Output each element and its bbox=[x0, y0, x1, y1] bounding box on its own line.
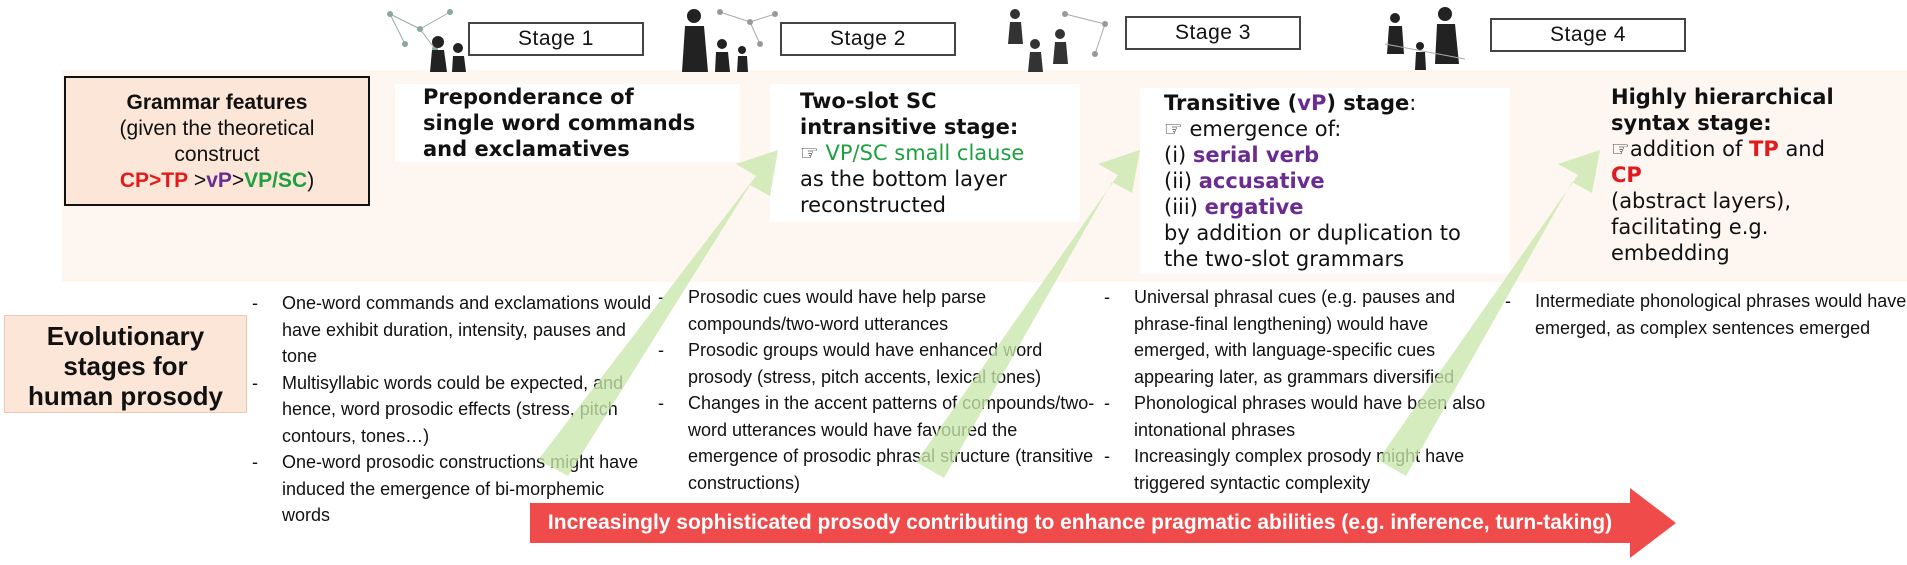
evolutionary-stages-box: Evolutionary stages for human prosody bbox=[4, 315, 247, 413]
stage-3-title-b: ) stage bbox=[1326, 91, 1410, 115]
item-ii-label: (ii) bbox=[1164, 169, 1193, 193]
item-iii-text: ergative bbox=[1204, 195, 1304, 219]
stage-2-line2: intransitive stage: bbox=[800, 115, 1019, 139]
stage-4-and: and bbox=[1785, 137, 1825, 161]
vp-sc-label: VP/SC bbox=[244, 169, 308, 192]
stage-2-line1: Two-slot SC bbox=[800, 89, 937, 113]
prosody-column-1: One-word commands and exclamations would… bbox=[252, 290, 652, 529]
stage-3-item-i: (i) serial verb bbox=[1164, 142, 1486, 168]
stage-3-emergence-text: emergence of: bbox=[1189, 117, 1342, 141]
evolutionary-line1: Evolutionary bbox=[46, 321, 205, 351]
stage-3-title-colon: : bbox=[1409, 91, 1417, 115]
prosody-col1-item: One-word commands and exclamations would… bbox=[252, 290, 652, 370]
prosody-col4-item: Intermediate phonological phrases would … bbox=[1505, 288, 1907, 341]
stage-3-item-ii: (ii) accusative bbox=[1164, 168, 1486, 194]
stage-4-tp: TP bbox=[1749, 137, 1779, 161]
stage-1-line1: Preponderance of bbox=[423, 85, 634, 109]
people-network-illustration-4 bbox=[1384, 7, 1466, 70]
evolutionary-line3: human prosody bbox=[27, 381, 223, 411]
stage-4-description: Highly hierarchical syntax stage: ☞addit… bbox=[1585, 84, 1885, 266]
stage-3-item-iii: (iii) ergative bbox=[1164, 194, 1486, 220]
stage-2-line3: ☞ VP/SC small clause bbox=[800, 140, 1050, 166]
stage-1-description: Preponderance of single word commands an… bbox=[395, 84, 740, 162]
prosody-col2-item: Prosodic cues would have help parse comp… bbox=[658, 284, 1108, 337]
item-i-text: serial verb bbox=[1192, 143, 1320, 167]
stage-1-line2: single word commands bbox=[423, 111, 696, 135]
vp-label: vP bbox=[206, 169, 232, 192]
grammar-features-construct: CP>TP >vP>VP/SC) bbox=[66, 168, 368, 194]
item-i-label: (i) bbox=[1164, 143, 1187, 167]
prosody-column-3: Universal phrasal cues (e.g. pauses and … bbox=[1104, 284, 1504, 496]
stage-1-label: Stage 1 bbox=[468, 22, 644, 56]
stage-1-line3: and exclamatives bbox=[423, 137, 630, 161]
item-iii-label: (iii) bbox=[1164, 195, 1198, 219]
stage-4-line6: embedding bbox=[1611, 241, 1730, 265]
stage-3-title-a: Transitive ( bbox=[1164, 91, 1298, 115]
stage-3-emergence: ☞ emergence of: bbox=[1164, 116, 1486, 142]
close-paren: ) bbox=[307, 169, 315, 192]
gt-separator-2: > bbox=[231, 169, 245, 192]
stage-3-label: Stage 3 bbox=[1125, 16, 1301, 50]
stage-2-description: Two-slot SC intransitive stage: ☞ VP/SC … bbox=[770, 84, 1080, 222]
people-network-illustration-1 bbox=[387, 9, 466, 72]
evolutionary-line2: stages for bbox=[63, 351, 188, 381]
stage-3-title-vp: vP bbox=[1297, 91, 1327, 115]
grammar-features-line3: construct bbox=[174, 143, 260, 166]
stage-2-label: Stage 2 bbox=[780, 22, 956, 56]
stage-4-line5: facilitating e.g. bbox=[1611, 215, 1769, 239]
gt-separator-1: > bbox=[188, 169, 207, 192]
pointing-hand-icon: ☞ bbox=[1611, 137, 1630, 161]
red-arrow bbox=[530, 488, 1676, 558]
stage-2-line5: reconstructed bbox=[800, 193, 946, 217]
prosody-col2-item: Changes in the accent patterns of compou… bbox=[658, 390, 1108, 496]
prosody-col2-item: Prosodic groups would have enhanced word… bbox=[658, 337, 1108, 390]
stage-4-line1: Highly hierarchical bbox=[1611, 85, 1834, 109]
stage-4-label: Stage 4 bbox=[1490, 18, 1686, 52]
pointing-hand-icon: ☞ bbox=[800, 141, 819, 165]
stage-3-line6: by addition or duplication to bbox=[1164, 221, 1461, 245]
stage-2-line4: as the bottom layer bbox=[800, 167, 1007, 191]
prosody-col3-item: Phonological phrases would have been als… bbox=[1104, 390, 1504, 443]
prosody-col3-item: Universal phrasal cues (e.g. pauses and … bbox=[1104, 284, 1504, 390]
prosody-column-2: Prosodic cues would have help parse comp… bbox=[658, 284, 1108, 496]
people-network-illustration-3 bbox=[1008, 9, 1108, 72]
bottom-arrow-label: Increasingly sophisticated prosody contr… bbox=[547, 511, 1613, 534]
grammar-features-box: Grammar features (given the theoretical … bbox=[64, 76, 370, 206]
grammar-features-line2: (given the theoretical bbox=[119, 117, 315, 140]
stage-3-title: Transitive (vP) stage: bbox=[1164, 90, 1486, 116]
pointing-hand-icon: ☞ bbox=[1164, 117, 1183, 141]
cp-tp-label: CP>TP bbox=[119, 169, 189, 192]
stage-3-line7: the two-slot grammars bbox=[1164, 247, 1405, 271]
stage-4-line3: ☞addition of TP and CP bbox=[1611, 136, 1859, 188]
stage-2-vp-sc: VP/SC small clause bbox=[825, 141, 1025, 165]
prosody-column-4: Intermediate phonological phrases would … bbox=[1505, 288, 1907, 341]
stage-4-line4: (abstract layers), bbox=[1611, 189, 1792, 213]
green-arrow-2 bbox=[916, 150, 1140, 478]
green-arrow-1 bbox=[538, 150, 778, 476]
grammar-features-title: Grammar features bbox=[126, 91, 308, 114]
prosody-col1-item: Multisyllabic words could be expected, a… bbox=[252, 370, 652, 450]
people-network-illustration-2 bbox=[682, 9, 778, 72]
stage-4-addition: addition of bbox=[1629, 137, 1743, 161]
stage-4-cp: CP bbox=[1611, 163, 1642, 187]
stage-3-description: Transitive (vP) stage: ☞ emergence of: (… bbox=[1140, 88, 1510, 274]
green-arrow-3 bbox=[1378, 150, 1600, 476]
stage-4-line2: syntax stage: bbox=[1611, 111, 1772, 135]
item-ii-text: accusative bbox=[1198, 169, 1325, 193]
